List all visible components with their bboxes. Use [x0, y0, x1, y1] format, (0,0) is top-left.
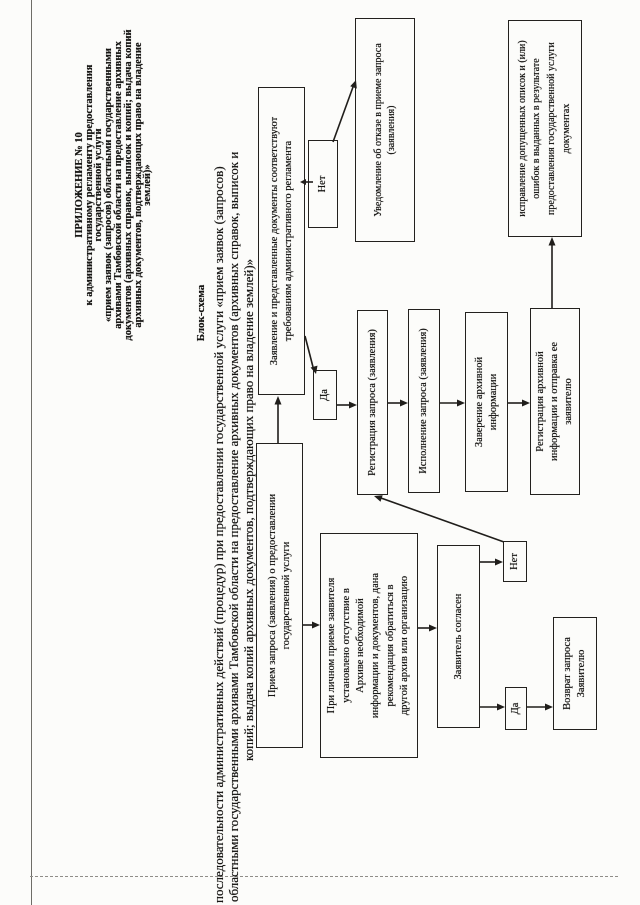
flow-box-ispolnenie: Исполнение запроса (заявления): [408, 309, 440, 493]
flow-box-ispolnenie-label: Исполнение запроса (заявления): [418, 328, 430, 474]
flow-box-registracia-archivnoy-label: Регистрация архивной информации и отправ…: [535, 341, 574, 462]
flow-box-lichny-priem: При личном приеме заявителя установлено …: [320, 533, 418, 758]
arrow-zaverenie-to-registracia-archivnoy: [508, 399, 530, 407]
flow-box-uvedomlenie-label: Уведомление об отказе в приеме запроса (…: [372, 43, 397, 217]
flow-label-net-1: Нет: [503, 541, 527, 582]
flow-box-uvedomlenie: Уведомление об отказе в приеме запроса (…: [355, 18, 415, 242]
flow-box-vozvrat-label: Возврат запроса Заявителю: [562, 637, 587, 710]
flow-box-vozvrat: Возврат запроса Заявителю: [553, 617, 597, 730]
flow-box-zayavlenie-sootvetstvuet-label: Заявление и представленные документы соо…: [268, 116, 294, 366]
arrow-registracia-archivnoy-to-ispravlenie: [548, 237, 556, 308]
arrow-da-to-vozvrat: [527, 703, 553, 711]
scan-fold-dashed-line: [30, 876, 618, 877]
arrow-lichny-to-soglasen: [418, 624, 437, 632]
flow-box-zayavitel-soglasen-label: Заявитель согласен: [452, 593, 464, 680]
flow-label-da-1-text: Да: [510, 702, 522, 715]
flow-label-da-2-text: Да: [319, 389, 331, 401]
schema-subtitle-1-text: последовательности административных дейс…: [211, 166, 226, 903]
flow-box-registracia-archivnoy: Регистрация архивной информации и отправ…: [530, 308, 580, 495]
schema-subtitle-1: последовательности административных дейс…: [211, 25, 226, 903]
flow-box-priem-zaprosa: Прием запроса (заявления) о предоставлен…: [256, 443, 303, 748]
arrow-registracia-to-ispolnenie: [388, 399, 408, 407]
arrow-zayavlenie-to-da2: [304, 335, 318, 374]
schema-subtitle-2: областными государственными архивами Там…: [226, 24, 241, 902]
appendix-header-text: ПРИЛОЖЕНИЕ № 10 к административному регл…: [73, 29, 154, 341]
schema-caption-text: Блок-схема: [195, 284, 208, 342]
scan-edge-line: [31, 0, 32, 905]
flow-box-registracia-zaprosa: Регистрация запроса (заявления): [357, 310, 388, 495]
flow-label-net-2-text: Нет: [317, 175, 329, 193]
schema-subtitle-3: копий; выдача копий архивных документов,…: [241, 163, 256, 761]
flow-box-registracia-zaprosa-label: Регистрация запроса (заявления): [366, 329, 378, 476]
arrow-net2-to-uvedomlenie: [332, 80, 357, 143]
flow-box-zayavlenie-sootvetstvuet: Заявление и представленные документы соо…: [258, 87, 305, 395]
arrow-soglasen-to-net: [480, 558, 503, 566]
arrow-priem-to-zayavlenie: [274, 396, 282, 443]
flow-label-da-1: Да: [505, 687, 527, 730]
flow-label-net-1-text: Нет: [509, 553, 521, 570]
appendix-header: ПРИЛОЖЕНИЕ № 10 к административному регл…: [73, 10, 154, 360]
flow-box-priem-zaprosa-label: Прием запроса (заявления) о предоставлен…: [266, 493, 292, 698]
arrow-ispolnenie-to-zaverenie: [440, 399, 465, 407]
flow-box-lichny-priem-label: При личном приеме заявителя установлено …: [326, 572, 411, 719]
arrow-da2-to-registracia: [337, 401, 357, 409]
schema-subtitle-3-text: копий; выдача копий архивных документов,…: [241, 258, 256, 761]
flow-label-da-2: Да: [313, 370, 337, 420]
schema-subtitle-2-text: областными государственными архивами Там…: [226, 151, 241, 902]
flow-box-zayavitel-soglasen: Заявитель согласен: [437, 545, 480, 728]
flow-label-net-2: Нет: [308, 140, 338, 228]
arrow-priem-to-lichny: [303, 621, 320, 629]
flow-box-zaverenie-label: Заверение архивной информации: [473, 356, 499, 448]
arrow-soglasen-to-da: [480, 703, 505, 711]
flow-box-ispravlenie: исправление допущенных описок и (или) ош…: [508, 20, 582, 237]
flow-box-ispravlenie-label: исправление допущенных описок и (или) ош…: [516, 40, 572, 217]
flow-box-zaverenie: Заверение архивной информации: [465, 312, 508, 492]
schema-caption: Блок-схема: [195, 283, 208, 343]
